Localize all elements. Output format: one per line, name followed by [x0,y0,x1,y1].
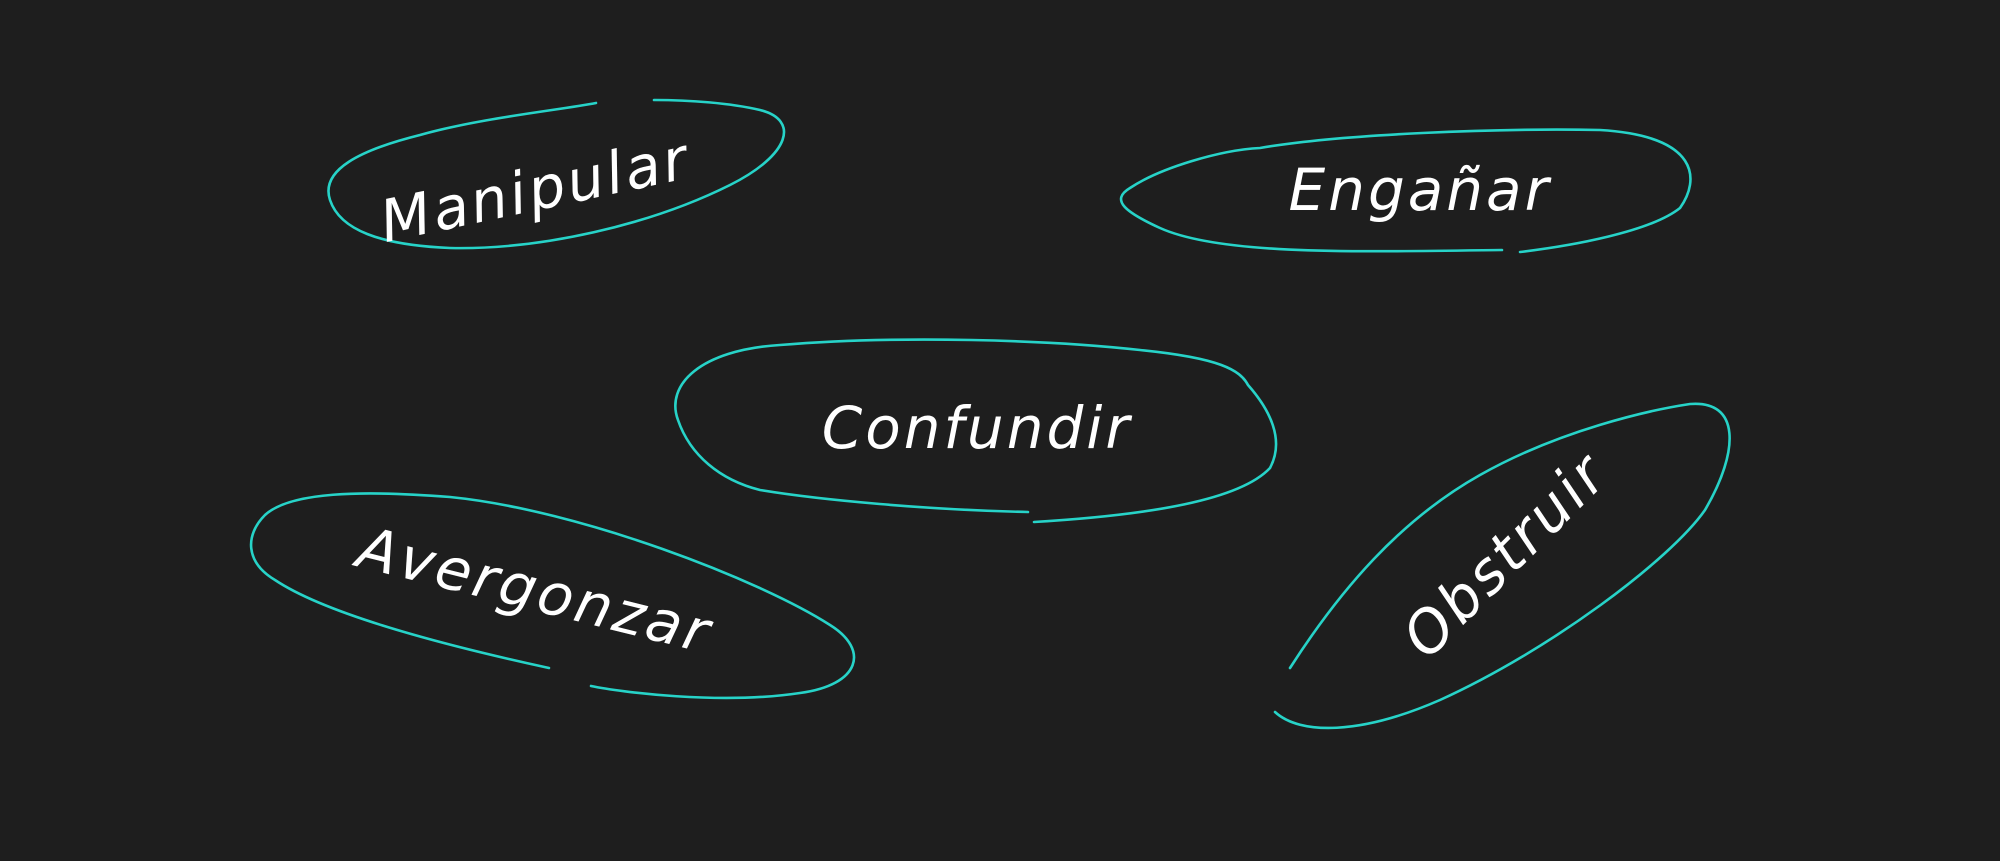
outline-obstruir [1273,402,1731,730]
outline-manipular [327,98,786,250]
outline-enganar [1119,128,1692,254]
word-confundir: Confundir [822,394,1133,462]
word-group-confundir[interactable]: Confundir [674,338,1278,524]
word-group-enganar[interactable]: Engañar [1119,128,1692,254]
outline-avergonzar [249,492,856,700]
word-enganar: Engañar [1289,156,1552,224]
outline-confundir [674,338,1278,524]
